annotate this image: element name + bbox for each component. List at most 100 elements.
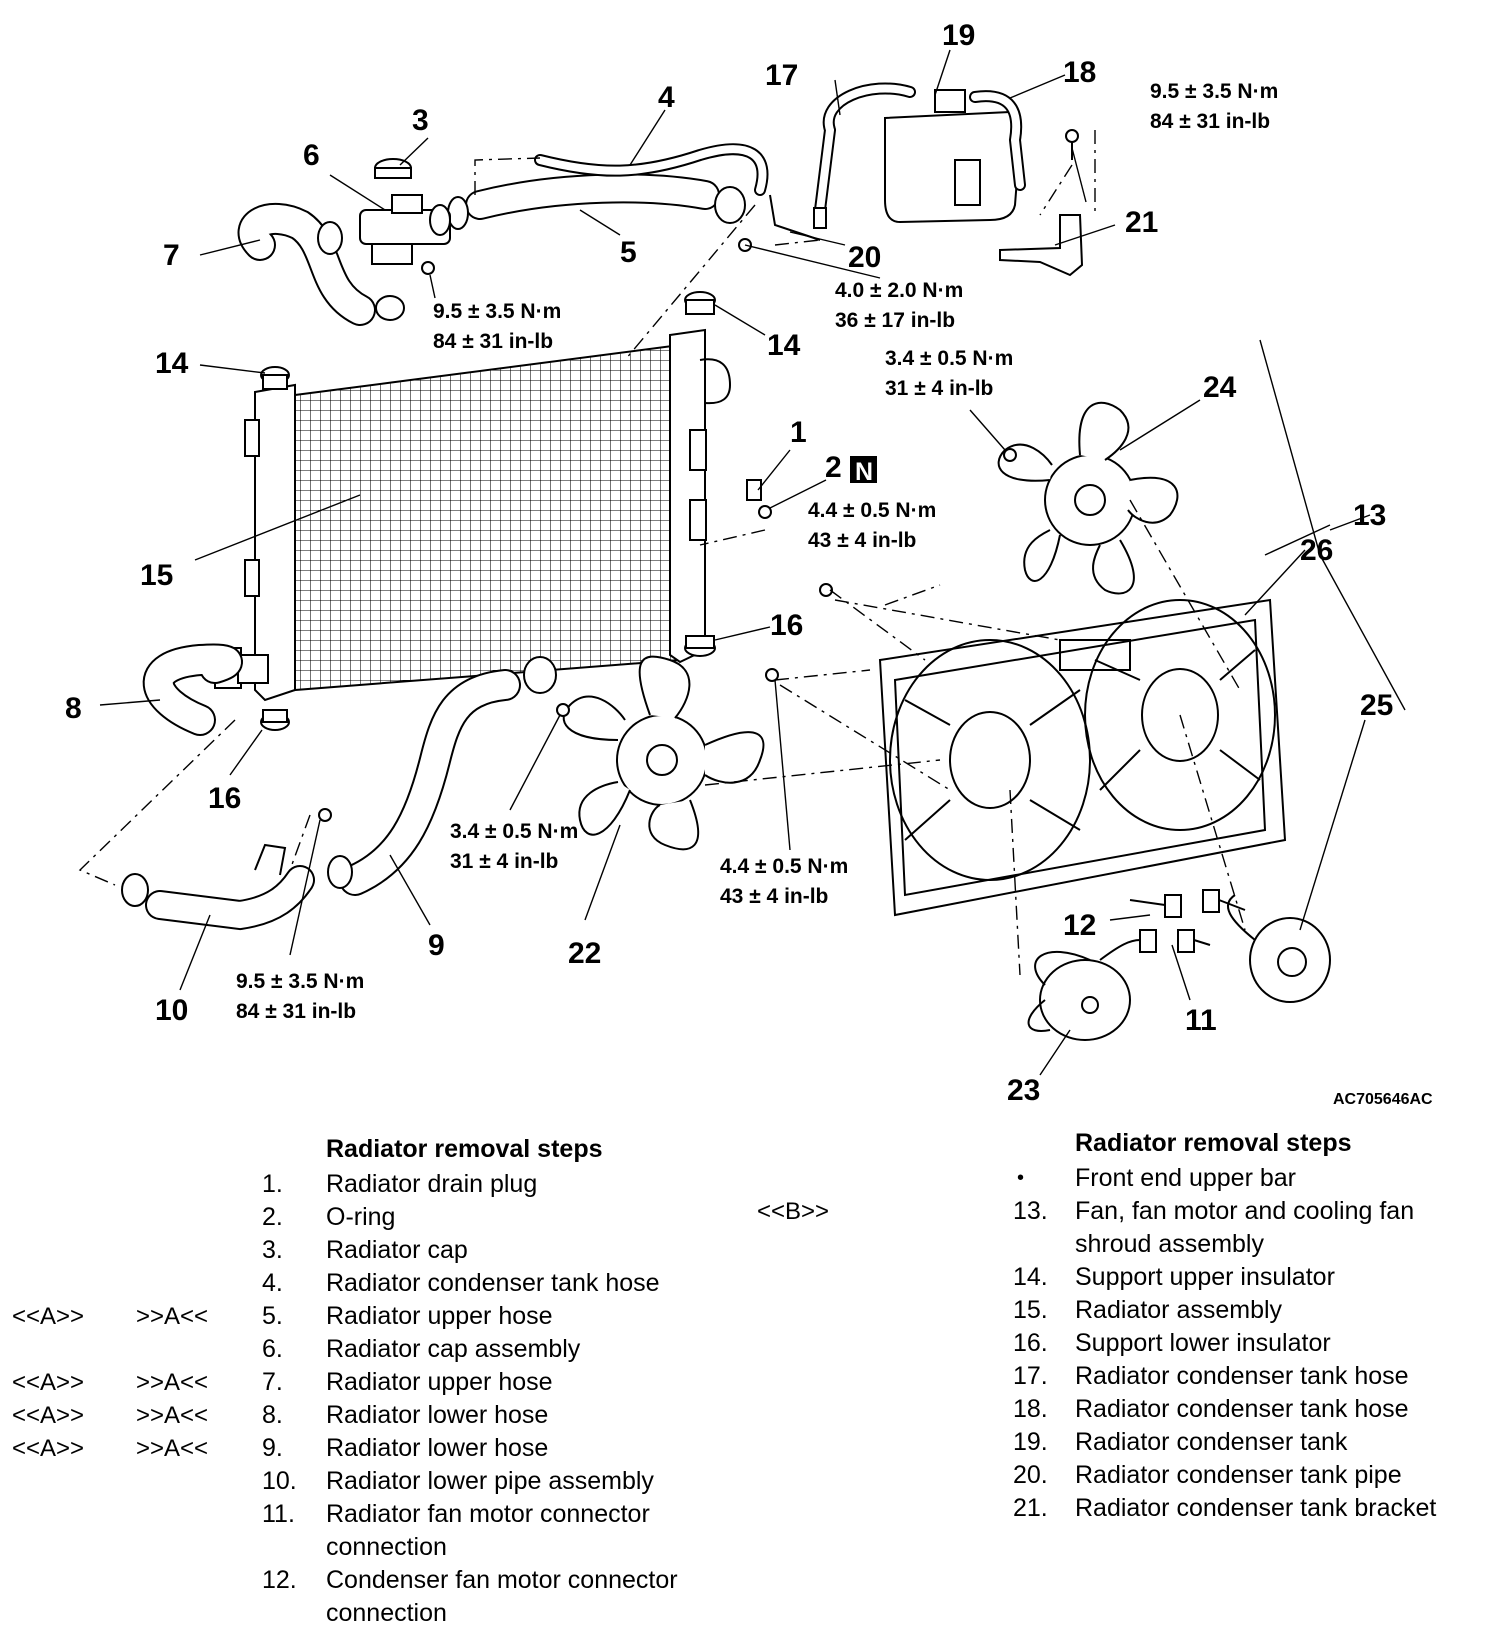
step-row: 16.Support lower insulator <box>755 1327 1500 1360</box>
step-number: 19. <box>1013 1428 1048 1456</box>
removal-mark: <<B>> <box>757 1198 830 1225</box>
step-text: Radiator assembly <box>1075 1296 1283 1324</box>
condenser-tank-hose-18 <box>969 90 1026 191</box>
step-text: Support lower insulator <box>1075 1329 1331 1357</box>
callout-16-left: 16 <box>208 782 241 815</box>
torque-spec-nm: 4.4 ± 0.5 N·m <box>808 499 936 522</box>
step-row: 14.Support upper insulator <box>755 1261 1500 1294</box>
radiator-exploded-diagram: 1 2 N 3 4 5 6 7 8 9 10 11 12 13 14 14 15… <box>65 19 1433 1108</box>
step-row: 2.O-ring <box>0 1201 740 1234</box>
radiator-assembly <box>214 328 732 702</box>
torque-spec-nm: 9.5 ± 3.5 N·m <box>433 300 561 323</box>
removal-mark: <<A>> <box>12 1435 85 1462</box>
fan-motor-connectors <box>1099 889 1246 961</box>
step-number: 4. <box>262 1269 283 1297</box>
step-text: Radiator lower pipe assembly <box>326 1467 654 1495</box>
torque-spec-nm: 9.5 ± 3.5 N·m <box>1150 80 1278 103</box>
step-row: 6. Radiator cap assembly <box>0 1333 740 1366</box>
torque-spec-inlb: 84 ± 31 in-lb <box>433 330 553 353</box>
step-row: 1.Radiator drain plug <box>0 1168 740 1201</box>
callout-22: 22 <box>568 937 601 970</box>
step-number: 3. <box>262 1236 283 1264</box>
torque-spec-nm: 4.0 ± 2.0 N·m <box>835 279 963 302</box>
radiator-cap <box>374 158 412 179</box>
step-text: Radiator cap <box>326 1236 468 1264</box>
radiator-lower-hose-8 <box>142 643 243 736</box>
step-row: 12.Condenser fan motor connector connect… <box>0 1564 740 1630</box>
torque-spec-inlb: 31 ± 4 in-lb <box>450 850 558 873</box>
step-number: 1. <box>262 1170 283 1198</box>
step-number: 5. <box>262 1302 283 1330</box>
removal-mark: <<A>> <box>12 1303 85 1330</box>
step-text: Condenser fan motor connector connection <box>326 1566 678 1627</box>
step-row: 20.Radiator condenser tank pipe <box>755 1459 1500 1492</box>
step-row: <<A>>>>A<<5.Radiator upper hose <box>0 1300 740 1333</box>
step-text: Radiator lower hose <box>326 1401 549 1429</box>
step-row: 15. Radiator assembly <box>755 1294 1500 1327</box>
radiator-cap-assembly <box>359 194 451 265</box>
step-text: O-ring <box>326 1203 396 1231</box>
step-row: <<A>>>>A<<7.Radiator upper hose <box>0 1366 740 1399</box>
torque-spec-inlb: 43 ± 4 in-lb <box>808 529 916 552</box>
step-number: 15. <box>1013 1296 1048 1324</box>
callout-11: 11 <box>1185 1004 1217 1037</box>
step-number: 20. <box>1013 1461 1048 1489</box>
step-text: Radiator condenser tank hose <box>326 1269 660 1297</box>
step-text: Radiator cap assembly <box>326 1335 581 1363</box>
torque-spec-nm: 9.5 ± 3.5 N·m <box>236 970 364 993</box>
torque-spec-inlb: 84 ± 31 in-lb <box>236 1000 356 1023</box>
step-row: 11.Radiator fan motor connector connecti… <box>0 1498 740 1564</box>
callout-16-right: 16 <box>770 609 803 642</box>
figure-id: AC705646AC <box>1333 1091 1433 1108</box>
radiator-lower-pipe-assembly <box>121 808 353 931</box>
condenser-tank-hose-17 <box>814 82 916 216</box>
torque-spec-inlb: 84 ± 31 in-lb <box>1150 110 1270 133</box>
callout-1: 1 <box>790 416 807 449</box>
alignment-lines <box>78 130 1246 976</box>
callout-17: 17 <box>765 59 798 92</box>
callout-8: 8 <box>65 692 82 725</box>
callout-7: 7 <box>163 239 180 272</box>
step-row: •Front end upper bar <box>755 1162 1500 1195</box>
callout-13: 13 <box>1353 499 1386 532</box>
fan-24 <box>997 401 1179 595</box>
step-row: 18.Radiator condenser tank hose <box>755 1393 1500 1426</box>
support-upper-insulator <box>260 291 716 390</box>
new-part-badge: N <box>855 458 873 486</box>
step-number: 21. <box>1013 1494 1048 1522</box>
condenser-tank <box>884 89 1022 224</box>
installation-mark: >>A<< <box>136 1402 209 1429</box>
step-text: Radiator condenser tank hose <box>1075 1362 1409 1390</box>
step-row: <<B>>13.Fan, fan motor and cooling fan s… <box>755 1195 1500 1261</box>
bullet: • <box>1017 1167 1025 1189</box>
installation-mark: >>A<< <box>136 1369 209 1396</box>
step-text: Radiator fan motor connector connection <box>326 1500 650 1561</box>
step-row: 17. Radiator condenser tank hose <box>755 1360 1500 1393</box>
torque-spec-nm: 3.4 ± 0.5 N·m <box>450 820 578 843</box>
callout-2: 2 <box>825 451 842 484</box>
torque-spec-inlb: 36 ± 17 in-lb <box>835 309 955 332</box>
step-number: 17. <box>1013 1362 1048 1390</box>
step-text: Radiator upper hose <box>326 1368 553 1396</box>
step-row: 4. Radiator condenser tank hose <box>0 1267 740 1300</box>
right-steps-heading: Radiator removal steps <box>1075 1129 1352 1157</box>
step-number: 9. <box>262 1434 283 1462</box>
callout-15: 15 <box>140 559 173 592</box>
callout-5: 5 <box>620 236 637 269</box>
torque-spec-inlb: 43 ± 4 in-lb <box>720 885 828 908</box>
bolts <box>421 261 1017 717</box>
callout-24: 24 <box>1203 371 1237 404</box>
callout-numbers: 1 2 N 3 4 5 6 7 8 9 10 11 12 13 14 14 15… <box>65 19 1393 1107</box>
step-row: 19. Radiator condenser tank <box>755 1426 1500 1459</box>
step-number: 8. <box>262 1401 283 1429</box>
step-number: 6. <box>262 1335 283 1363</box>
torque-spec-nm: 3.4 ± 0.5 N·m <box>885 347 1013 370</box>
left-removal-steps: Radiator removal steps 1.Radiator drain … <box>0 1133 740 1630</box>
step-row: 21.Radiator condenser tank bracket <box>755 1492 1500 1525</box>
right-removal-steps: Radiator removal steps •Front end upper … <box>755 1127 1500 1525</box>
new-part-badge-bg <box>850 456 877 483</box>
step-text: Radiator condenser tank <box>1075 1428 1348 1456</box>
step-number: 14. <box>1013 1263 1048 1291</box>
step-number: 7. <box>262 1368 283 1396</box>
fan-22 <box>562 655 765 851</box>
